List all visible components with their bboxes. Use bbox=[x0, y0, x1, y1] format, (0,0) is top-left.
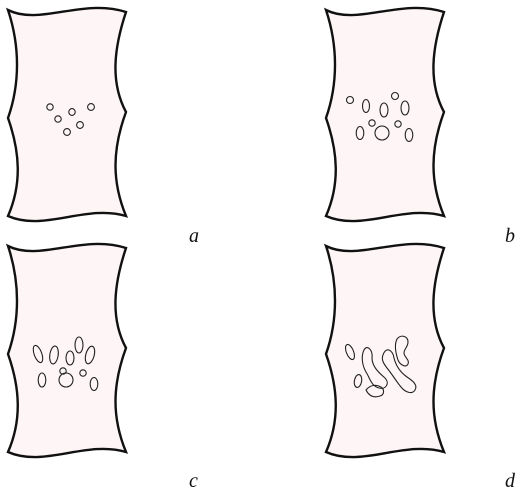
specimen-outline bbox=[8, 8, 126, 221]
panel-a: a bbox=[8, 8, 199, 247]
specimen-outline bbox=[8, 244, 126, 457]
specimen-outline bbox=[326, 244, 444, 457]
panel-label: a bbox=[189, 225, 199, 247]
panel-label: d bbox=[505, 470, 516, 492]
panel-label: c bbox=[189, 470, 198, 492]
panel-b: b bbox=[326, 8, 515, 247]
panel-d: d bbox=[326, 244, 516, 492]
panel-label: b bbox=[505, 225, 515, 247]
specimen-outline bbox=[326, 8, 444, 221]
panel-c: c bbox=[8, 244, 198, 492]
